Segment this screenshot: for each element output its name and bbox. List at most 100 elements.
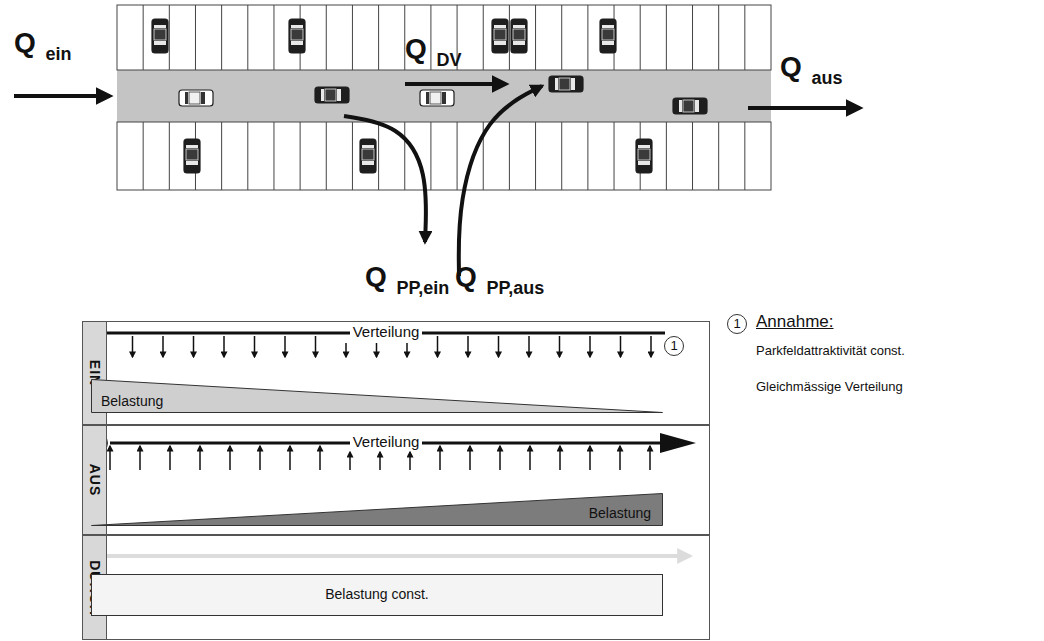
car-window <box>185 92 188 104</box>
note-text: Parkfeldattraktivität const. <box>756 344 905 358</box>
car-body <box>492 19 508 53</box>
down-arrow <box>589 336 591 357</box>
load-triangle: Belastung <box>91 493 663 526</box>
car-window <box>513 25 525 28</box>
note-heading: Annahme: <box>756 313 834 332</box>
car-window <box>513 41 525 45</box>
up-arrow <box>439 446 441 470</box>
up-arrow <box>229 446 231 470</box>
row-band: AUS Belastung <box>82 425 710 535</box>
car-window <box>695 100 699 112</box>
flow-subscript: DV <box>437 50 462 70</box>
stall-row <box>117 122 771 190</box>
up-arrow <box>469 446 471 470</box>
stall-line <box>404 122 405 190</box>
stall-line <box>143 5 144 70</box>
flow-symbol: Q <box>405 33 435 64</box>
stall-line <box>666 122 667 190</box>
car-window <box>186 145 198 148</box>
flow-arrow <box>405 82 506 86</box>
car-roof <box>430 92 441 104</box>
car-body <box>179 90 213 106</box>
down-arrow <box>406 343 408 357</box>
note-text: Gleichmässige Verteilung <box>756 380 903 394</box>
car <box>420 90 454 106</box>
car-body <box>636 139 652 173</box>
car-roof <box>291 29 303 40</box>
stall-line <box>535 122 536 190</box>
car-window <box>638 145 650 148</box>
stall-line <box>143 122 144 190</box>
stall-line <box>195 5 196 70</box>
flow-subscript: ein <box>46 44 72 64</box>
down-arrow <box>254 336 256 357</box>
stall-line <box>378 5 379 70</box>
stall-line <box>509 122 510 190</box>
load-label: Belastung <box>589 506 651 521</box>
flow-symbol: Q <box>14 27 44 58</box>
car-window <box>291 25 303 28</box>
stall-line <box>352 5 353 70</box>
up-arrow <box>349 452 351 470</box>
stall-line <box>430 122 431 190</box>
stall-line <box>744 122 745 190</box>
stall-line <box>169 5 170 70</box>
flow-arrow <box>14 94 110 98</box>
row-band: EINBelastung <box>82 321 710 425</box>
stall-line <box>326 122 327 190</box>
shape-outline <box>91 493 663 526</box>
car <box>152 19 168 53</box>
stall-line <box>457 122 458 190</box>
stall-line <box>535 5 536 70</box>
up-arrow <box>409 452 411 470</box>
stall-line <box>718 122 719 190</box>
down-arrow <box>437 336 439 357</box>
down-arrow <box>528 336 530 357</box>
car <box>184 139 200 173</box>
car-window <box>362 145 374 148</box>
up-arrow <box>529 446 531 470</box>
car <box>492 19 508 53</box>
up-arrow <box>499 446 501 470</box>
car <box>179 90 213 106</box>
up-arrow <box>319 446 321 470</box>
stall-line <box>352 122 353 190</box>
stall-line <box>483 5 484 70</box>
flow-label: Q DV <box>405 34 462 65</box>
stall-line <box>273 122 274 190</box>
car-window <box>201 92 205 104</box>
car-roof <box>602 29 614 40</box>
flow-subscript: PP,aus <box>487 278 545 298</box>
car-roof <box>559 78 570 90</box>
car <box>289 19 305 53</box>
flow-subscript: aus <box>812 68 843 88</box>
down-arrow <box>467 336 469 357</box>
row-label: AUS <box>87 464 103 497</box>
flow-label: Q PP,aus <box>455 262 544 293</box>
car <box>673 98 707 114</box>
car-body <box>315 87 349 103</box>
car <box>360 139 376 173</box>
flow-symbol: Q <box>365 261 395 292</box>
car-window <box>337 89 341 101</box>
car-window <box>602 25 614 28</box>
load-label: Belastung <box>101 394 163 409</box>
car-body <box>420 90 454 106</box>
down-arrow <box>498 336 500 357</box>
stall-line <box>561 5 562 70</box>
callout-number: 1 <box>664 336 684 356</box>
car-body <box>673 98 707 114</box>
up-arrow <box>109 446 111 470</box>
car <box>511 19 527 53</box>
down-arrow <box>132 336 134 357</box>
up-arrow <box>289 446 291 470</box>
down-arrow <box>315 336 317 357</box>
stall-line <box>744 5 745 70</box>
parking-lot <box>117 5 771 190</box>
up-arrow <box>139 446 141 470</box>
up-arrow <box>199 446 201 470</box>
car-window <box>555 78 558 90</box>
stall-line <box>587 5 588 70</box>
car-body <box>549 76 583 92</box>
car-window <box>291 41 303 45</box>
